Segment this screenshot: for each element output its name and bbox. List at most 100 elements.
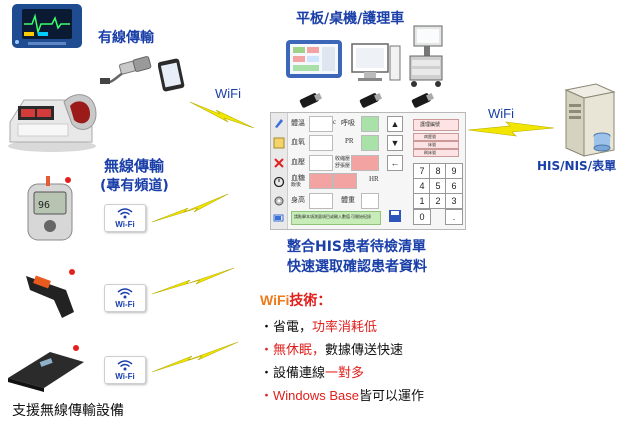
weight-field[interactable] <box>361 193 379 209</box>
pr-field[interactable] <box>361 135 379 151</box>
list-icon[interactable] <box>273 137 285 149</box>
toolbar-strip <box>271 113 288 229</box>
feature-4-rest: 皆可以運作 <box>358 388 424 403</box>
features-title-rest: 技術： <box>289 292 332 308</box>
feature-1-prefix: ・省電， <box>260 319 313 334</box>
feature-2-red: ・無休眠， <box>260 342 326 357</box>
glu-field-2[interactable] <box>333 173 357 189</box>
thermometer-gun-icon <box>26 269 75 318</box>
keypad-3[interactable]: 3 <box>445 193 463 209</box>
footer-hint: 請點擊本項測量項目或輸入數值 可開始紀錄 <box>291 211 381 225</box>
temp-field[interactable] <box>309 116 333 132</box>
usb-dongle-icon <box>359 93 382 108</box>
footer-hint-text: 請點擊本項測量項目或輸入數值 可開始紀錄 <box>294 214 371 219</box>
feature-4-red: ・Windows Base <box>260 388 359 403</box>
feature-item-3: ・設備連線一對多 <box>260 362 364 381</box>
label-pr: PR <box>345 137 354 145</box>
side-button-3[interactable]: 床號 <box>413 141 459 149</box>
label-spo2: 血氧 <box>291 138 305 146</box>
wifi-signal-icon <box>117 288 133 299</box>
label-resp: 呼吸 <box>341 119 355 127</box>
feature-3-prefix: ・設備連線 <box>260 365 326 380</box>
glucose-meter-icon: 96 <box>27 176 73 241</box>
lightning-bolt-icon <box>151 193 229 223</box>
wifi-right-label: WiFi <box>488 106 514 121</box>
keypad-0[interactable]: 0 <box>413 209 431 225</box>
keypad-6[interactable]: 6 <box>445 178 463 194</box>
wifi-badge-text: Wi-Fi <box>115 372 135 381</box>
spo2-field[interactable] <box>309 135 333 151</box>
usb-dongle-icon <box>411 93 434 108</box>
stopwatch-icon[interactable] <box>273 175 285 187</box>
features-title: WiFi技術： <box>260 290 331 310</box>
height-field[interactable] <box>309 193 333 209</box>
scroll-down-button[interactable]: ▼ <box>387 135 403 151</box>
resp-field[interactable] <box>361 116 379 132</box>
lightning-bolt-icon <box>151 267 235 295</box>
label-glu: 血糖 <box>291 174 305 182</box>
bp-field[interactable] <box>309 155 333 171</box>
wireless-channel-label: (專有頻道) <box>100 178 169 194</box>
feature-2-rest: 數據傳送快速 <box>325 342 404 357</box>
wifi-badge-text: Wi-Fi <box>115 300 135 309</box>
server-icon <box>564 83 616 157</box>
keypad-9[interactable]: 9 <box>445 163 463 179</box>
side-button-3-label: 床號 <box>428 142 436 147</box>
feature-item-2: ・無休眠，數據傳送快速 <box>260 339 403 358</box>
backspace-button[interactable]: ← <box>387 155 403 171</box>
wifi-badge: Wi-Fi <box>104 204 146 232</box>
label-unit-c: c <box>333 118 337 126</box>
label-bp: 血壓 <box>291 158 305 166</box>
integrate-line-1: 整合HIS患者待檢清單 <box>287 239 427 255</box>
side-button-2[interactable]: 病歷號 <box>413 133 459 141</box>
side-button-4-label: 刷床號 <box>424 150 436 155</box>
wireless-transmission-label: 無線傳輸 <box>104 157 165 175</box>
label-glu-sub: 飯後 <box>291 183 302 188</box>
usb-cable-icon <box>100 56 152 85</box>
side-button-2-label: 病歷號 <box>424 134 436 139</box>
label-weight: 體重 <box>341 196 355 204</box>
feature-item-4: ・Windows Base皆可以運作 <box>260 385 424 404</box>
scroll-up-button[interactable]: ▲ <box>387 116 403 132</box>
weight-scale-icon <box>8 345 84 392</box>
glu-field[interactable] <box>309 173 333 189</box>
wifi-signal-icon <box>117 360 133 371</box>
devices-top-label: 平板/桌機/護理車 <box>296 11 405 27</box>
support-devices-label: 支援無線傳輸設備 <box>12 404 124 419</box>
vital-monitor-icon <box>12 4 82 48</box>
his-nis-label: HIS/NIS/表單 <box>537 159 617 173</box>
wifi-signal-icon <box>117 208 133 219</box>
close-icon[interactable] <box>273 157 285 169</box>
side-button-4[interactable]: 刷床號 <box>413 149 459 157</box>
usb-dongle-icon <box>299 93 322 108</box>
label-hr: HR <box>369 175 379 183</box>
tablet-station-icon <box>286 40 342 78</box>
integrate-line-2: 快速選取確認患者資料 <box>287 259 427 275</box>
feature-1-red: 功率消耗低 <box>312 319 378 334</box>
keypad-dot[interactable]: . <box>445 209 463 225</box>
wifi-badge: Wi-Fi <box>104 356 146 384</box>
nursing-cart-icon <box>409 25 443 87</box>
gear-icon[interactable] <box>273 195 285 207</box>
wifi-left-label: WiFi <box>215 86 241 101</box>
wifi-badge: Wi-Fi <box>104 284 146 312</box>
side-button-1-label: 護理編號 <box>420 123 441 128</box>
label-dia: 舒張壓 <box>335 164 351 169</box>
label-sys: 收縮壓 <box>335 157 351 162</box>
dia-field[interactable] <box>351 155 379 171</box>
wired-transmission-label: 有線傳輸 <box>98 30 154 46</box>
tablet-icon <box>158 58 185 92</box>
vitals-app-panel: 體溫 c 呼吸 血氧 PR 血壓 收縮壓 舒張壓 血糖 飯後 HR 身高 體重 … <box>270 112 466 230</box>
lightning-bolt-icon <box>467 121 555 137</box>
save-icon[interactable] <box>388 209 402 223</box>
lightning-bolt-icon <box>151 341 239 373</box>
features-title-wifi: WiFi <box>260 292 290 308</box>
label-height: 身高 <box>291 196 305 204</box>
desktop-icon <box>351 43 401 81</box>
battery-icon <box>273 214 284 222</box>
feature-3-red: 一對多 <box>325 365 365 380</box>
label-temp: 體溫 <box>291 119 305 127</box>
side-button-1[interactable]: 護理編號 <box>413 119 459 131</box>
pen-icon[interactable] <box>273 117 285 129</box>
lightning-bolt-icon <box>189 101 255 129</box>
